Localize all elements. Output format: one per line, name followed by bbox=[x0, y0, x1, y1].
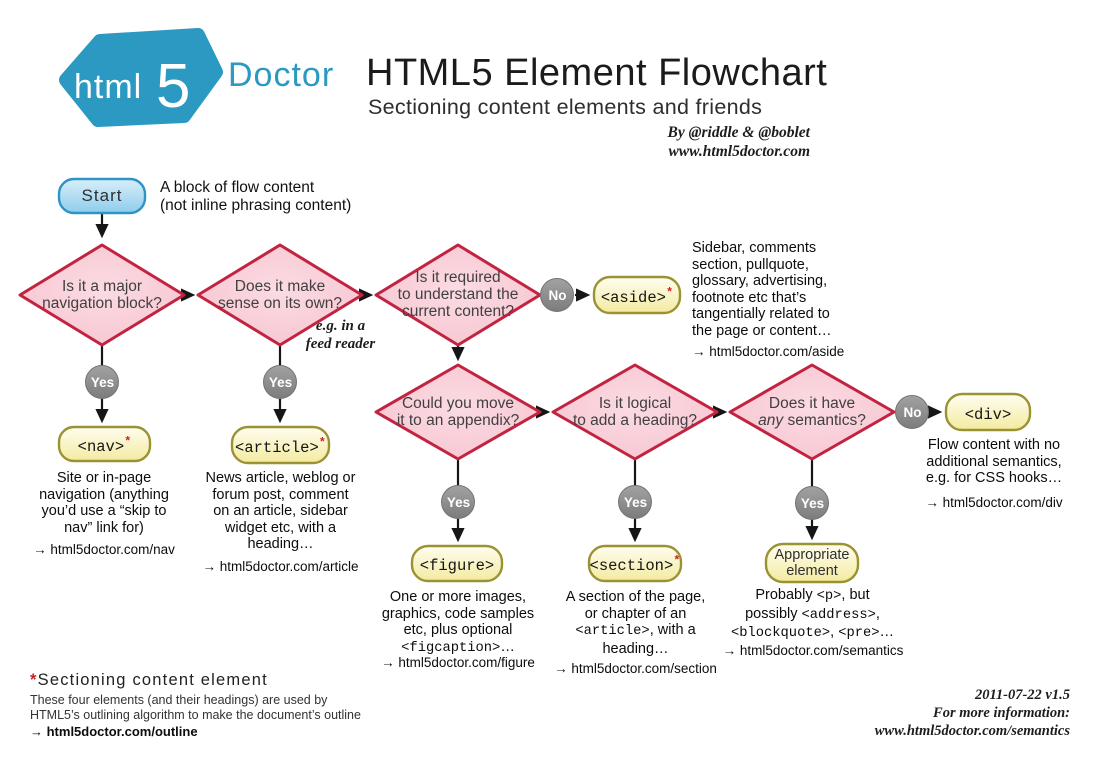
article-asterisk: * bbox=[318, 436, 326, 450]
div-node-label: <div> bbox=[946, 403, 1030, 424]
article-description: News article, weblog or forum post, comm… bbox=[205, 470, 356, 552]
page-subtitle: Sectioning content elements and friends bbox=[368, 95, 763, 119]
decision-nav-block-label: Is it a major navigation block? bbox=[42, 278, 162, 312]
aside-link: → html5doctor.com/aside bbox=[692, 344, 845, 359]
section-link: → html5doctor.com/section bbox=[554, 661, 717, 676]
section-asterisk: * bbox=[673, 554, 681, 568]
article-link: → html5doctor.com/article bbox=[202, 559, 359, 574]
decision-diamonds bbox=[18, 243, 896, 461]
decision-own-sense-label: Does it make sense on its own? bbox=[217, 278, 343, 312]
no-badge bbox=[895, 395, 929, 429]
figure-node-label: <figure> bbox=[412, 554, 502, 575]
start-node-label: Start bbox=[81, 186, 123, 205]
appropriate-description: Probably <p>, but possibly <address>, <b… bbox=[730, 587, 894, 641]
outline-link: → html5doctor.com/outline bbox=[30, 724, 198, 739]
sectioning-note: *Sectioning content element These four e… bbox=[30, 671, 390, 739]
section-tag: <section> bbox=[589, 557, 674, 576]
decision-heading-shape bbox=[551, 363, 719, 461]
decision-appendix-shape bbox=[374, 363, 542, 461]
div-node-shape bbox=[944, 392, 1032, 432]
html5doctor-logo: html 5 bbox=[59, 28, 223, 127]
start-node-shape bbox=[57, 177, 147, 215]
nav-tag: <nav> bbox=[77, 438, 125, 457]
article-node-shape bbox=[230, 425, 331, 465]
aside-node-label: <aside>* bbox=[594, 286, 680, 307]
decision-appendix-label: Could you move it to an appendix? bbox=[396, 395, 520, 429]
feed-reader-note: e.g. in a feed reader bbox=[305, 318, 376, 352]
yes-label: Yes bbox=[800, 496, 825, 511]
logo-hexagon bbox=[59, 28, 223, 127]
section-node-label: <section>* bbox=[589, 554, 681, 575]
decision-nav-block-shape bbox=[18, 243, 186, 347]
nav-asterisk: * bbox=[124, 435, 132, 449]
version-label: 2011-07-22 v1.5 bbox=[974, 687, 1070, 703]
figure-description: One or more images, graphics, code sampl… bbox=[381, 589, 535, 656]
sectioning-note-title: *Sectioning content element bbox=[30, 671, 390, 690]
asterisk-mark: * bbox=[30, 671, 38, 689]
aside-tag: <aside> bbox=[600, 289, 666, 308]
figure-link: → html5doctor.com/figure bbox=[381, 655, 535, 670]
div-link: → html5doctor.com/div bbox=[925, 495, 1063, 510]
section-description: A section of the page, or chapter of an … bbox=[565, 589, 706, 657]
aside-description: Sidebar, comments section, pullquote, gl… bbox=[692, 240, 832, 339]
element-nodes bbox=[57, 275, 1032, 584]
nav-node-shape bbox=[57, 425, 152, 463]
article-tag: <article> bbox=[235, 439, 319, 458]
figure-tag: <figure> bbox=[419, 557, 495, 576]
yes-badge bbox=[85, 365, 119, 399]
byline-authors: By @riddle & @boblet bbox=[667, 124, 810, 141]
appropriate-node-shape bbox=[764, 542, 860, 584]
decision-own-sense-shape bbox=[196, 243, 364, 347]
nav-link: → html5doctor.com/nav bbox=[33, 542, 175, 557]
div-description: Flow content with no additional semantic… bbox=[925, 437, 1063, 486]
aside-node-shape bbox=[592, 275, 682, 315]
yes-label: Yes bbox=[268, 375, 293, 390]
nav-node-label: <nav>* bbox=[59, 435, 150, 456]
no-badge bbox=[540, 278, 574, 312]
figure-node-shape bbox=[410, 544, 504, 583]
nav-description: Site or in-page navigation (anything you… bbox=[39, 470, 169, 536]
sectioning-note-title-text: Sectioning content element bbox=[37, 671, 268, 689]
no-label: No bbox=[548, 288, 567, 303]
article-node-label: <article>* bbox=[232, 436, 329, 457]
yes-badge bbox=[441, 485, 475, 519]
appropriate-link: → html5doctor.com/semantics bbox=[722, 643, 904, 658]
logo-5-text: 5 bbox=[156, 52, 190, 121]
decision-semantics-label: Does it have any semantics? bbox=[758, 395, 866, 429]
decision-semantics-shape bbox=[728, 363, 896, 461]
logo-brand-word: Doctor bbox=[228, 56, 335, 94]
decision-required-content-label: Is it required to understand the current… bbox=[397, 269, 519, 320]
appropriate-node-label: Appropriate element bbox=[774, 547, 850, 579]
no-label: No bbox=[903, 405, 922, 420]
byline: By @riddle & @boblet www.html5doctor.com bbox=[555, 123, 810, 161]
logo-html-text: html bbox=[74, 68, 142, 106]
yes-badge bbox=[263, 365, 297, 399]
more-info-label: For more information: bbox=[933, 705, 1070, 721]
div-tag: <div> bbox=[964, 406, 1012, 425]
start-note: A block of flow content (not inline phra… bbox=[160, 179, 352, 214]
aside-asterisk: * bbox=[665, 286, 674, 300]
page-title: HTML5 Element Flowchart bbox=[366, 52, 828, 94]
more-info-url: www.html5doctor.com/semantics bbox=[874, 723, 1070, 739]
yes-badge bbox=[618, 485, 652, 519]
yes-label: Yes bbox=[446, 495, 471, 510]
byline-url: www.html5doctor.com bbox=[668, 143, 810, 160]
sectioning-note-body: These four elements (and their headings)… bbox=[30, 693, 361, 722]
yes-no-badges bbox=[85, 278, 929, 520]
decision-heading-label: Is it logical to add a heading? bbox=[572, 395, 698, 429]
section-node-shape bbox=[587, 544, 683, 583]
yes-badge bbox=[795, 486, 829, 520]
yes-label: Yes bbox=[90, 375, 115, 390]
version-info: 2011-07-22 v1.5 For more information: ww… bbox=[825, 686, 1070, 740]
yes-label: Yes bbox=[623, 495, 648, 510]
